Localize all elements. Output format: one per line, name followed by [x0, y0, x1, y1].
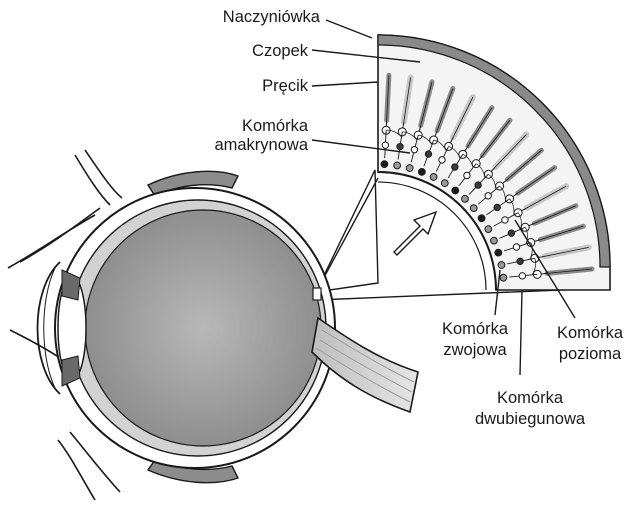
ganglion-cell	[485, 226, 492, 233]
bipolar-cell	[439, 157, 445, 163]
label-amacrine-line2: amakrynowa	[150, 136, 308, 155]
bipolar-cell	[517, 258, 523, 264]
ganglion-cell	[462, 195, 469, 202]
bipolar-cell	[425, 151, 431, 157]
label-ganglion-line2: zwojowa	[420, 341, 530, 360]
bipolar-cell	[382, 142, 388, 148]
label-bipolar-line1: Komórka	[455, 389, 605, 408]
bipolar-cell	[452, 164, 458, 170]
eyeball	[38, 188, 336, 468]
ganglion-cell	[394, 162, 401, 169]
bipolar-cell	[502, 217, 508, 223]
bipolar-cell	[464, 172, 470, 178]
bipolar-cell	[411, 146, 417, 152]
bipolar-cell	[485, 193, 491, 199]
ganglion-cell	[495, 249, 502, 256]
label-rod: Pręcik	[170, 77, 308, 96]
ganglion-cell	[478, 215, 485, 222]
bipolar-cell	[519, 273, 525, 279]
label-horizontal-line2: pozioma	[540, 345, 639, 364]
optic-nerve	[312, 318, 418, 412]
ganglion-cell	[452, 187, 459, 194]
ganglion-cell	[430, 174, 437, 181]
ganglion-cell	[498, 262, 505, 269]
zoom-box	[313, 288, 321, 300]
ganglion-cell	[381, 161, 388, 168]
label-cone: Czopek	[170, 42, 308, 61]
ganglion-cell	[500, 274, 507, 281]
ganglion-cell	[441, 180, 448, 187]
bipolar-cell	[475, 182, 481, 188]
bipolar-cell	[397, 143, 403, 149]
arrow-up-right-icon	[394, 212, 436, 255]
label-bipolar-line2: dwubiegunowa	[455, 410, 605, 429]
label-amacrine-line1: Komórka	[150, 117, 308, 136]
retina-section	[378, 35, 610, 290]
label-ganglion-line1: Komórka	[420, 320, 530, 339]
bipolar-cell	[508, 230, 514, 236]
bipolar-cell	[513, 244, 519, 250]
label-horizontal-line1: Komórka	[540, 324, 639, 343]
ganglion-cell	[418, 168, 425, 175]
ganglion-cell	[470, 205, 477, 212]
label-choroid: Naczyniówka	[170, 8, 320, 27]
ganglion-cell	[491, 237, 498, 244]
ganglion-cell	[406, 165, 413, 172]
bipolar-cell	[494, 204, 500, 210]
